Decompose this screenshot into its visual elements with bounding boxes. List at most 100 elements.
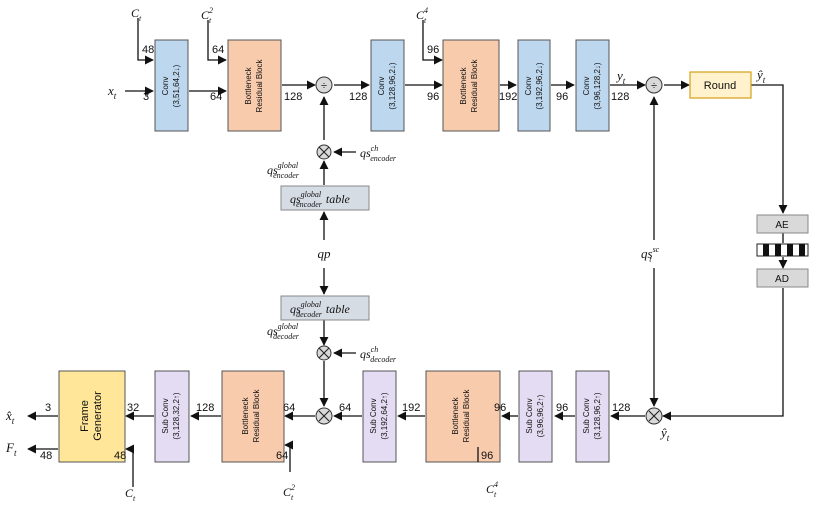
svg-text:Sub Conv: Sub Conv	[525, 398, 534, 433]
svg-text:(3,128,96,2↑): (3,128,96,2↑)	[593, 392, 602, 439]
svg-text:192: 192	[402, 402, 420, 414]
svg-text:64: 64	[210, 91, 222, 103]
enc-block-1-line1: Bottleneck	[244, 66, 253, 104]
round-block: Round	[689, 71, 752, 99]
svg-text:128: 128	[196, 402, 214, 414]
svg-text:÷: ÷	[651, 80, 657, 92]
conv-3-params: (3,192,96,2↓)	[535, 62, 544, 109]
output-f-label: Ft	[5, 440, 17, 458]
svg-text:96: 96	[481, 450, 493, 462]
divide-operator-encoder: ÷	[315, 76, 333, 94]
svg-text:64: 64	[276, 450, 288, 462]
enc-block-2-line2: Residual Block	[470, 59, 479, 113]
svg-text:Sub Conv: Sub Conv	[161, 398, 170, 433]
svg-text:(3,96,96,2↑): (3,96,96,2↑)	[536, 394, 545, 437]
context-c-bottom: Ct	[125, 486, 136, 503]
svg-text:96: 96	[556, 91, 568, 103]
context-c-top: Ct	[131, 6, 142, 23]
multiply-operator-main	[315, 407, 333, 425]
multiply-operator-scale	[645, 407, 663, 425]
svg-text:3: 3	[45, 402, 51, 414]
decoder-subconv-1: Sub Conv (3,128,96,2↑)	[575, 370, 610, 463]
decoder-bottleneck-2: Bottleneck Residual Block	[221, 370, 285, 463]
decoder-bottleneck-1: Bottleneck Residual Block	[425, 370, 501, 463]
multiply-operator-decoder	[316, 345, 332, 361]
svg-text:192: 192	[499, 91, 517, 103]
svg-text:Sub Conv: Sub Conv	[369, 398, 378, 433]
quantization-wires	[319, 96, 659, 407]
decoder-channel-labels: 128 96 96 96 192 64 64 64 128 32 3 48 48	[40, 402, 630, 462]
svg-text:64: 64	[212, 44, 224, 56]
quantized-y-hat-label: ŷt	[755, 67, 766, 85]
enc-block-1-line2: Residual Block	[255, 59, 264, 113]
svg-text:Sub Conv: Sub Conv	[582, 398, 591, 433]
svg-text:(3,128,32,2↑): (3,128,32,2↑)	[172, 392, 181, 439]
arithmetic-encoder: AE	[756, 214, 809, 234]
multiply-operator-encoder	[316, 144, 332, 160]
svg-text:Bottleneck: Bottleneck	[451, 396, 460, 434]
svg-text:128: 128	[349, 91, 367, 103]
conv-2-params: (3,128,96,2↓)	[388, 62, 397, 109]
encoder-wires	[125, 18, 788, 421]
svg-text:Bottleneck: Bottleneck	[241, 396, 250, 434]
bitstream	[756, 243, 809, 257]
svg-text:96: 96	[427, 44, 439, 56]
decoder-subconv-4: Sub Conv (3,128,32,2↑)	[154, 370, 190, 463]
svg-text:64: 64	[283, 402, 295, 414]
decoder-subconv-2: Sub Conv (3,96,96,2↑)	[518, 370, 553, 463]
svg-text:96: 96	[427, 91, 439, 103]
svg-text:Residual Block: Residual Block	[252, 389, 261, 443]
svg-text:3: 3	[143, 91, 149, 103]
decoder-y-hat-label: ŷt	[659, 425, 670, 443]
svg-text:48: 48	[40, 450, 52, 462]
svg-text:Residual Block: Residual Block	[462, 389, 471, 443]
svg-text:32: 32	[127, 402, 139, 414]
output-x-hat-label: x̂t	[5, 408, 15, 426]
conv-1-name: Conv	[161, 77, 170, 96]
encoder-bottleneck-1: Bottleneck Residual Block	[227, 39, 282, 132]
svg-text:64: 64	[339, 402, 351, 414]
conv-4-params: (3,96,128,2↓)	[593, 62, 602, 109]
conv-1-params: (3,51,64,2↓)	[172, 64, 181, 107]
svg-text:AD: AD	[775, 274, 789, 285]
frame-generator: Frame Generator	[58, 370, 126, 463]
arithmetic-decoder: AD	[756, 268, 809, 288]
svg-text:96: 96	[556, 402, 568, 414]
qp-label: qp	[318, 246, 332, 261]
svg-text:Generator: Generator	[92, 391, 104, 441]
encoder-channel-labels: 48 3 64 64 128 128 96 96 192 96 128	[142, 44, 629, 103]
decoder-subconv-3: Sub Conv (3,192,64,2↑)	[362, 370, 397, 463]
enc-block-2-line1: Bottleneck	[459, 66, 468, 104]
conv-4-name: Conv	[582, 77, 591, 96]
encoder-bottleneck-2: Bottleneck Residual Block	[442, 39, 500, 132]
svg-text:(3,192,64,2↑): (3,192,64,2↑)	[380, 392, 389, 439]
svg-text:48: 48	[142, 44, 154, 56]
conv-2-name: Conv	[377, 77, 386, 96]
encoder-conv-4: Conv (3,96,128,2↓)	[575, 39, 610, 132]
input-x-label: xt	[107, 83, 117, 101]
round-label: Round	[704, 80, 736, 92]
svg-text:96: 96	[494, 402, 506, 414]
encoder-conv-3: Conv (3,192,96,2↓)	[517, 39, 551, 132]
svg-text:128: 128	[612, 402, 630, 414]
encoder-conv-2: Conv (3,128,96,2↓)	[370, 39, 405, 132]
divide-operator-scale: ÷	[645, 76, 663, 94]
svg-text:AE: AE	[775, 220, 789, 231]
conv-3-name: Conv	[524, 77, 533, 96]
svg-text:128: 128	[284, 91, 302, 103]
svg-text:÷: ÷	[321, 80, 327, 92]
svg-text:128: 128	[611, 91, 629, 103]
